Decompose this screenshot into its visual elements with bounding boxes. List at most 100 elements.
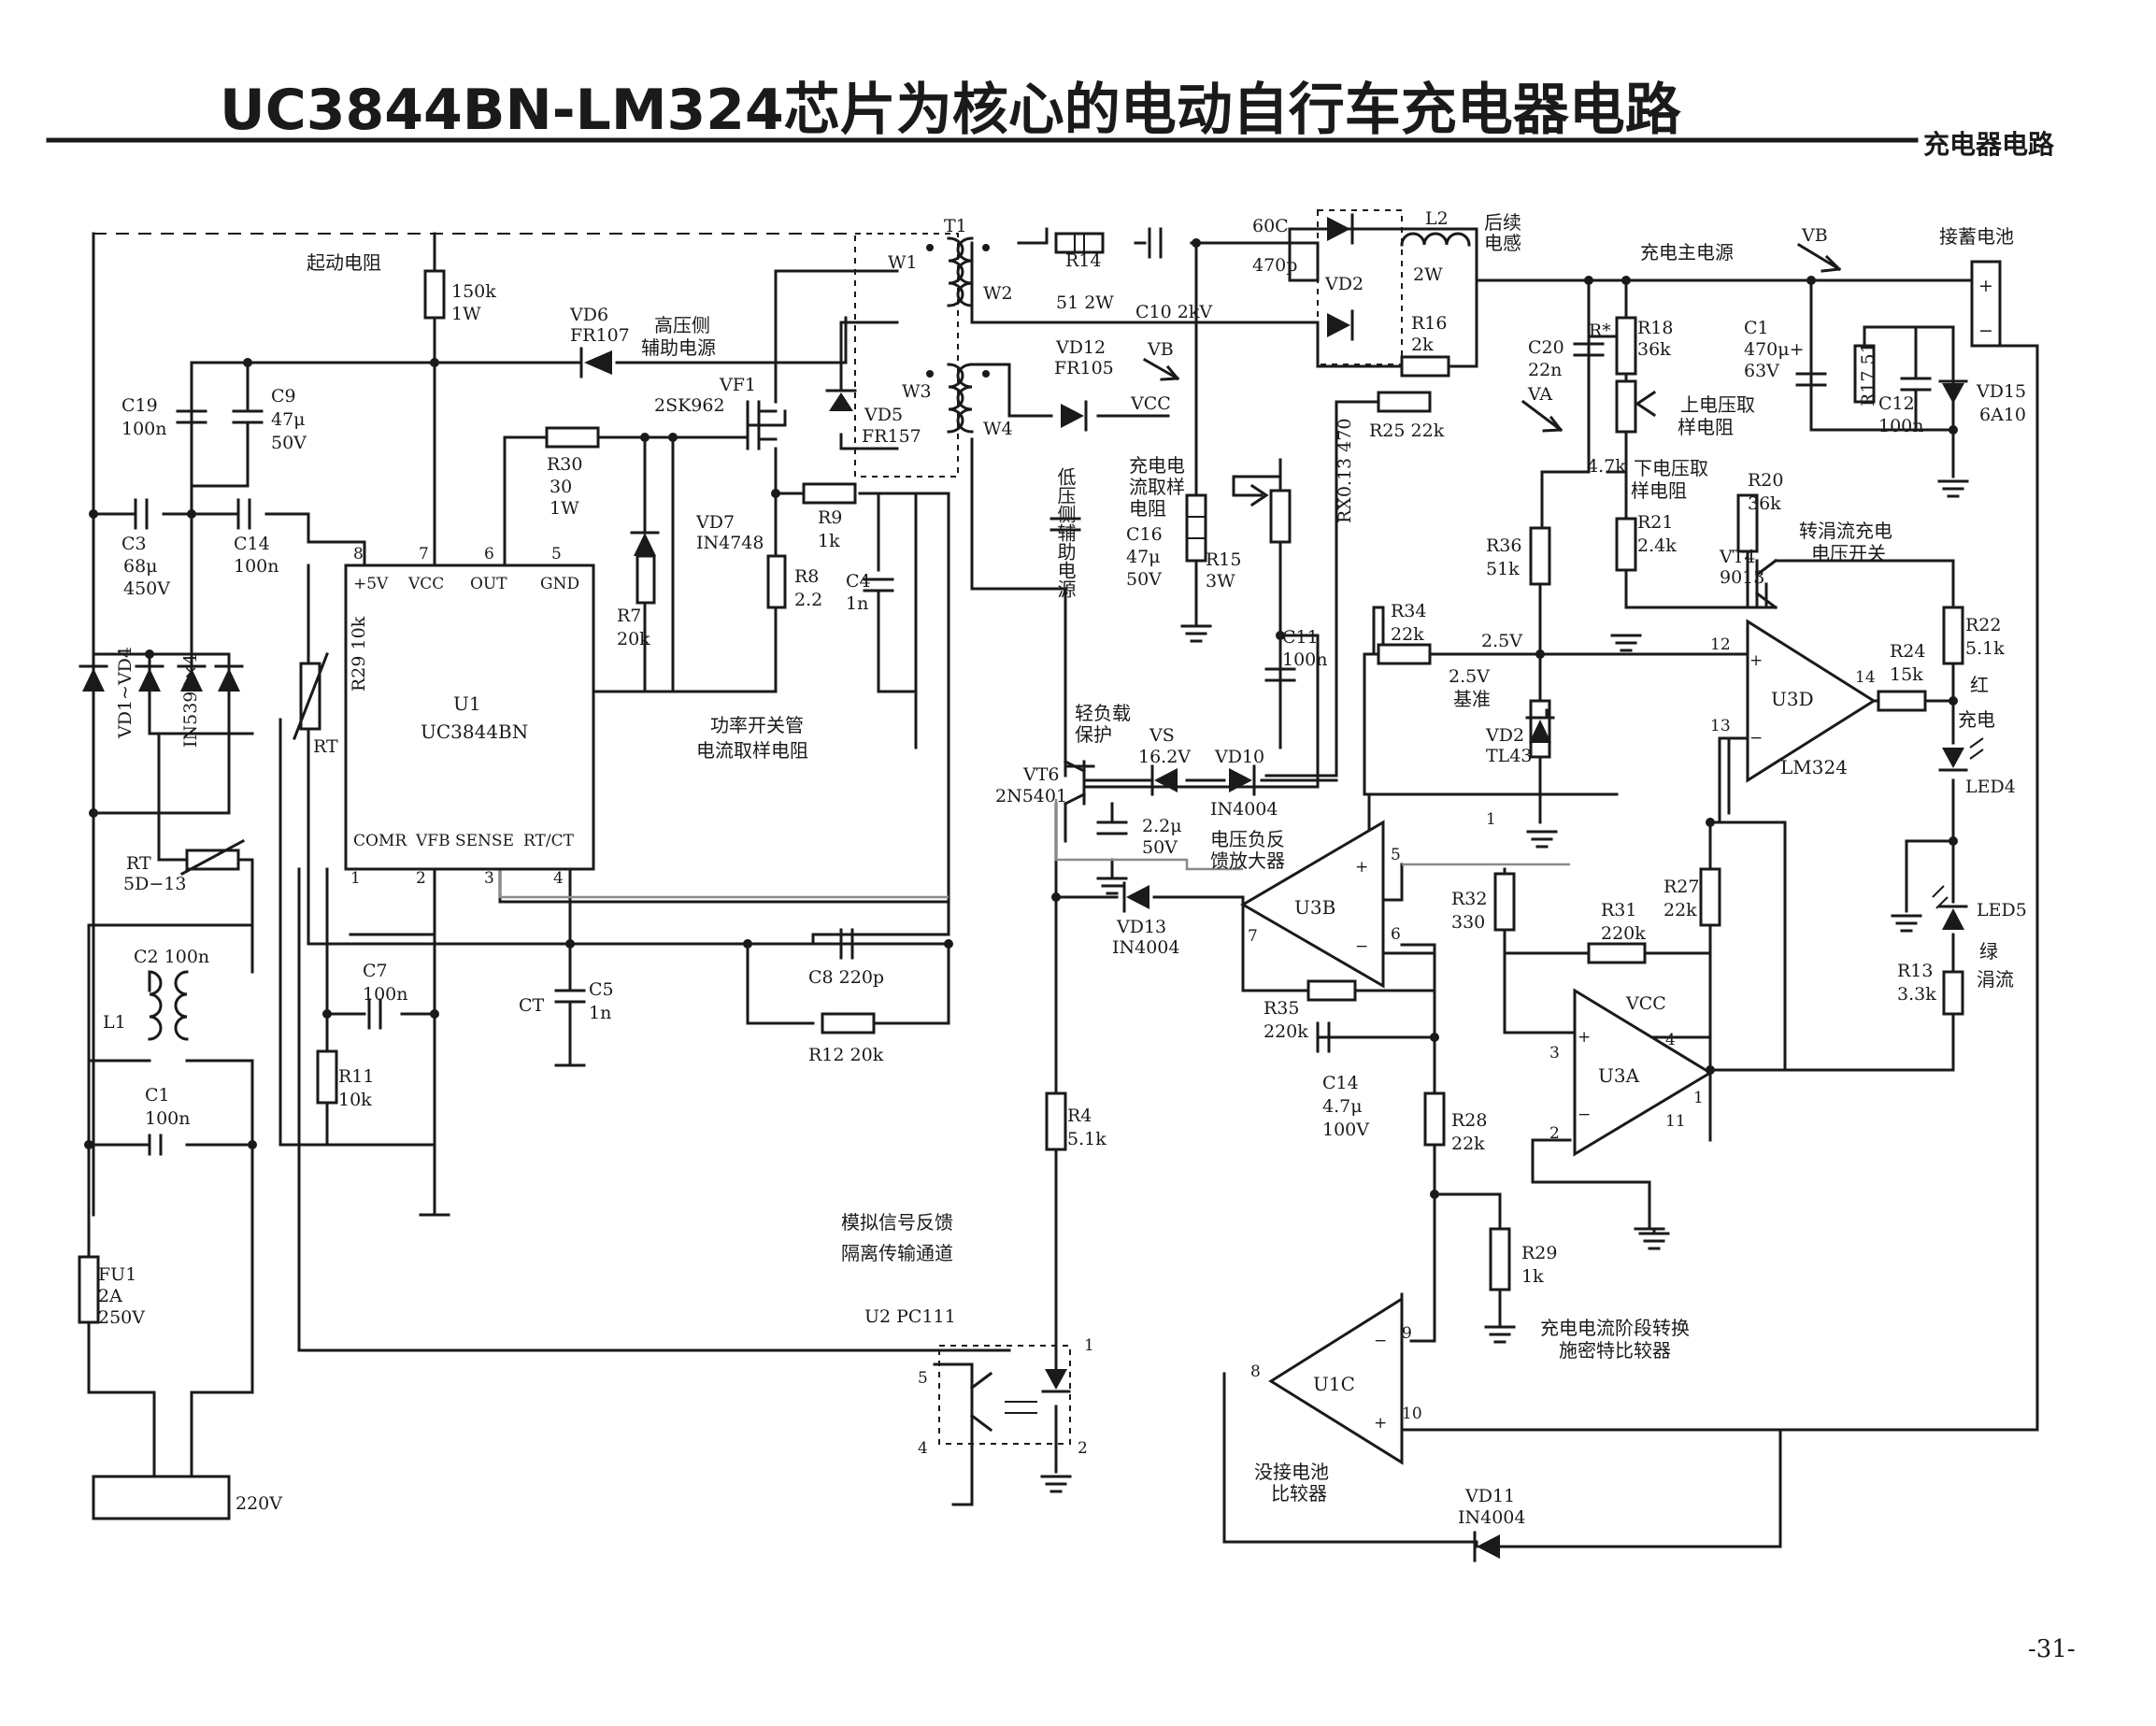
label-r18-val: 36k (1637, 339, 1671, 360)
resistor-r11 (316, 1049, 338, 1105)
resistor-r12 (821, 1012, 876, 1034)
label-c3: C3 (121, 534, 147, 554)
u3b-pin5: 5 (1391, 846, 1401, 864)
label-150k-w: 1W (451, 304, 481, 324)
label-c1-in-val: 100n (145, 1108, 191, 1129)
label-r13: R13 (1897, 961, 1933, 981)
label-w4: W4 (983, 419, 1013, 439)
label-r14-val: 51 2W (1056, 292, 1114, 313)
diode-vd12 (1061, 400, 1088, 432)
label-red-2: 充电 (1958, 708, 1995, 731)
label-r29b-val: 1k (1521, 1266, 1544, 1287)
capacitor-c4 (863, 578, 894, 619)
u1c-label: U1C (1313, 1373, 1355, 1395)
label-nobat-2: 比较器 (1271, 1482, 1327, 1505)
diode-vd2a (1327, 213, 1354, 245)
u1c-pin8: 8 (1250, 1362, 1261, 1381)
label-vd12: VD12 (1055, 337, 1106, 358)
battery-terminals (1970, 260, 2002, 348)
u1-pin3: 3 (484, 869, 494, 888)
label-ref-2: 基准 (1453, 688, 1491, 710)
resistor-r36 (1529, 526, 1551, 586)
label-r7: R7 (617, 606, 641, 626)
label-vd1-vd4: VD1~VD4 (115, 647, 136, 739)
label-l2: L2 (1425, 208, 1449, 229)
label-r27: R27 (1663, 877, 1699, 897)
label-vb-top: VB (1801, 225, 1828, 246)
label-r24: R24 (1890, 641, 1925, 662)
label-r15: R15 (1206, 549, 1241, 570)
inductor-l1 (148, 970, 189, 1041)
capacitor-c19 (176, 409, 207, 488)
u1c-pin9: 9 (1402, 1324, 1412, 1343)
label-r31-val: 220k (1601, 923, 1646, 944)
u3a-pin2: 2 (1549, 1124, 1560, 1143)
label-t1: T1 (944, 216, 967, 236)
label-150k: 150k (451, 281, 496, 302)
transformer-t1 (854, 233, 990, 478)
label-r32-val: 330 (1451, 912, 1485, 933)
label-fu1: FU1 (98, 1264, 136, 1285)
label-r16-val: 2k (1411, 335, 1434, 355)
capacitor-470p-dash (1317, 209, 1403, 365)
resistor-r17 (1853, 344, 1876, 404)
capacitor-c10 (1148, 227, 1163, 259)
label-led4: LED4 (1965, 777, 2016, 797)
label-w1: W1 (888, 252, 918, 273)
label-vt6-part: 2N5401 (995, 786, 1067, 806)
label-nobat-1: 没接电池 (1254, 1461, 1329, 1483)
label-c1-out-val: 470μ+ (1744, 339, 1805, 360)
capacitor-c1-in (148, 1134, 163, 1156)
diode-vd5 (825, 389, 857, 411)
ground-symbols (419, 479, 1969, 1493)
label-r9-val: 1k (818, 531, 840, 551)
label-r12: R12 20k (808, 1045, 884, 1065)
diode-vd2b (1327, 309, 1354, 341)
u1-pin7: 7 (419, 545, 429, 563)
page-number: -31- (2028, 1635, 2076, 1663)
label-r15-w: 3W (1206, 571, 1235, 592)
label-ref-1: 2.5V (1449, 666, 1490, 687)
label-vt4-part: 9013 (1720, 567, 1764, 588)
resistor-r18 (1615, 316, 1637, 376)
capacitor-c7 (367, 998, 382, 1030)
u3b-minus: − (1355, 937, 1368, 956)
label-r11-val: 10k (338, 1090, 372, 1110)
label-c14b-val: 4.7μ (1322, 1096, 1363, 1117)
label-sense-2: 流取样 (1129, 476, 1185, 498)
resistor-r31 (1587, 942, 1647, 964)
label-c12: C12 (1878, 393, 1915, 414)
label-c19: C19 (121, 395, 158, 416)
label-c3-v: 450V (123, 578, 170, 599)
label-c14b-v: 100V (1322, 1120, 1369, 1140)
diode-vd11 (1473, 1531, 1500, 1562)
label-r14: R14 (1065, 250, 1101, 271)
label-c19-val: 100n (121, 419, 167, 439)
label-sense-1: 充电电 (1129, 454, 1185, 477)
label-c8: C8 220p (808, 967, 884, 988)
label-l2-note-1: 后续 (1484, 211, 1521, 234)
label-lower-div-2: 样电阻 (1631, 479, 1687, 502)
label-vd5-part: FR157 (862, 426, 921, 447)
transistor-vt4 (1754, 558, 1778, 610)
label-green-1: 绿 (1979, 940, 1998, 963)
label-c16-v: 50V (1126, 569, 1162, 590)
diode-vd13 (1122, 881, 1149, 913)
label-upper-div-1: 上电压取 (1680, 393, 1755, 416)
capacitor-c1-out (1795, 372, 1827, 387)
label-r32: R32 (1451, 889, 1487, 909)
resistor-rx (1232, 483, 1292, 544)
label-vt6: VT6 (1022, 764, 1059, 785)
label-analog-2: 隔离传输通道 (841, 1242, 953, 1264)
label-c20: C20 (1528, 337, 1564, 358)
label-c9: C9 (271, 386, 296, 407)
label-c3-val: 68μ (123, 556, 158, 577)
label-c-2u2: 2.2μ (1142, 816, 1182, 836)
label-c2: C2 100n (134, 947, 209, 967)
u3d-minus: − (1749, 729, 1763, 748)
u1-pin8: 8 (353, 545, 364, 563)
led5-icon (1932, 885, 1968, 930)
label-bat-minus: − (1978, 321, 1993, 341)
resistor-150k (423, 269, 446, 320)
label-fb-2: 馈放大器 (1210, 849, 1285, 872)
